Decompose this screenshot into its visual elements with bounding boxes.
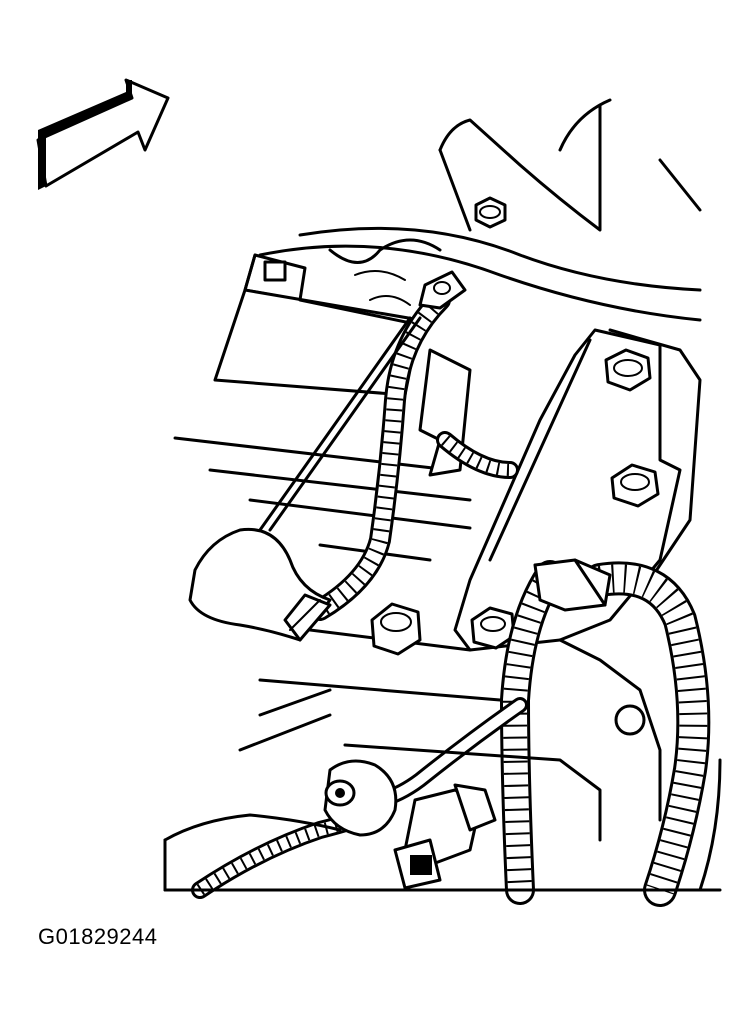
main-harness — [499, 558, 711, 907]
sensor-connector — [258, 270, 467, 532]
forward-arrow-icon — [36, 78, 170, 190]
bolt-top — [474, 196, 507, 229]
harness-retainer — [188, 527, 332, 642]
sensor-harness — [309, 289, 519, 621]
engine-casting — [258, 98, 702, 322]
lower-connector — [393, 783, 497, 890]
block-bolt — [370, 602, 422, 656]
lower-structure — [163, 638, 722, 892]
sensor-module — [213, 253, 422, 397]
bracket-bolt-middle — [610, 463, 660, 508]
bracket-bolt-upper — [604, 348, 652, 392]
knock-sensor — [323, 759, 398, 837]
figure-id-label: G01829244 — [38, 924, 158, 949]
